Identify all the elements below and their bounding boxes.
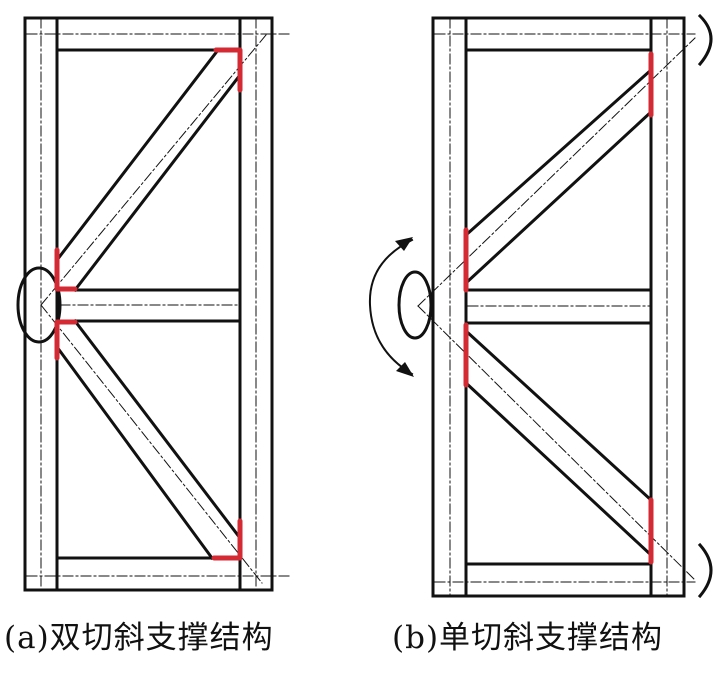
- pivot-ellipse: [397, 270, 433, 340]
- arrowhead-down-icon: [396, 362, 414, 377]
- top-right-moment-arc: [697, 13, 713, 67]
- panel-b-single-cut-frame: [368, 13, 713, 599]
- panel-a-weld-marks: [54, 47, 243, 561]
- arrowhead-up-icon: [395, 237, 413, 251]
- bottom-right-moment-arc: [697, 542, 713, 599]
- caption-panel-a: (a)双切斜支撑结构: [4, 620, 274, 656]
- middle-beam: [55, 288, 242, 323]
- rotation-arc: [368, 238, 414, 376]
- panel-a-double-cut-frame: [16, 16, 291, 592]
- caption-panel-b: (b)单切斜支撑结构: [392, 620, 664, 656]
- rotation-arrowheads: [395, 237, 414, 377]
- middle-beam: [464, 288, 653, 325]
- top-beam: [26, 33, 291, 52]
- right-column: [649, 16, 686, 598]
- weld-top-right: [213, 47, 243, 93]
- panel-b-weld-marks: [463, 51, 654, 565]
- weld-bottom-right: [211, 518, 243, 561]
- right-column: [238, 16, 274, 592]
- left-column: [23, 16, 59, 592]
- pivot-ellipse: [16, 266, 62, 344]
- lower-diagonal-brace: [40, 304, 263, 584]
- left-column: [431, 16, 468, 598]
- bottom-beam: [434, 562, 696, 583]
- weld-mid-lower: [54, 319, 78, 361]
- bottom-beam: [26, 556, 291, 577]
- top-beam: [434, 33, 696, 52]
- weld-mid-upper: [54, 247, 78, 292]
- upper-diagonal-brace: [40, 34, 267, 306]
